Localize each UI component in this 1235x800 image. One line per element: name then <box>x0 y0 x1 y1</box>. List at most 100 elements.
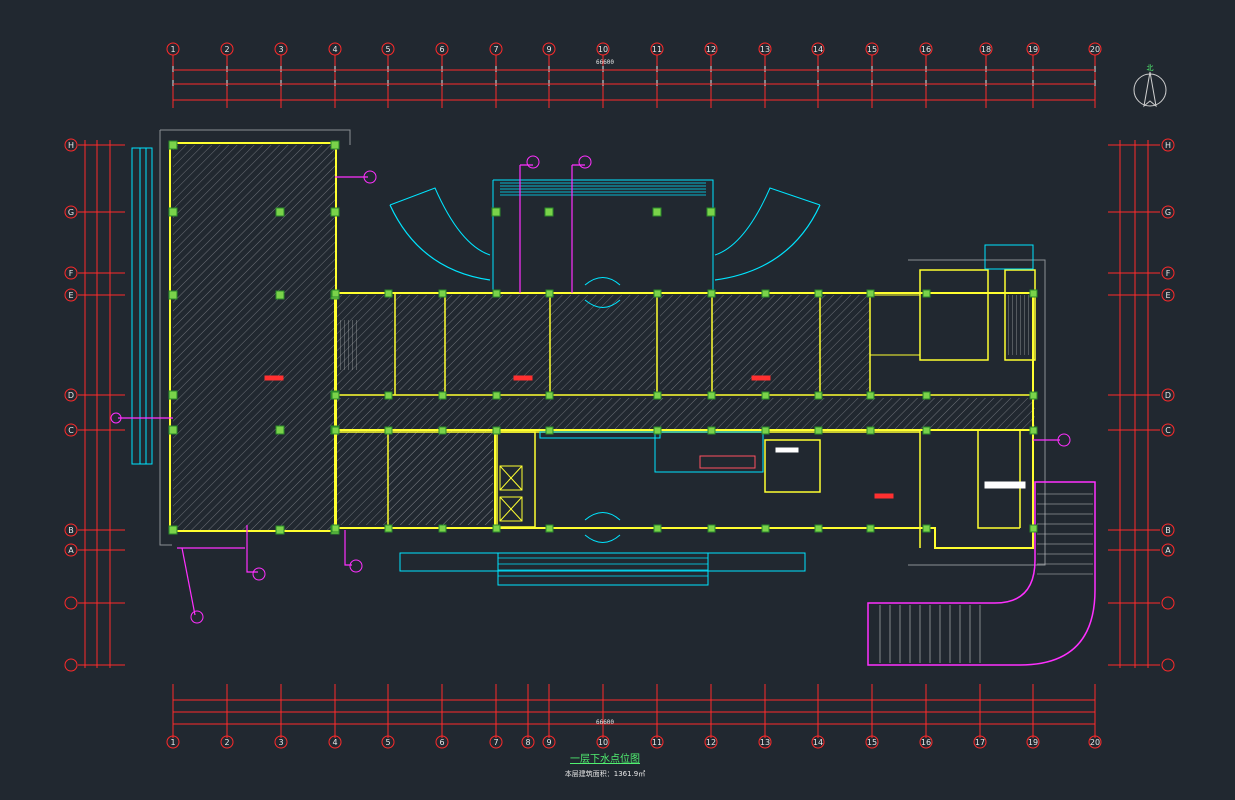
toilet-room-b <box>869 294 921 356</box>
bottom-axis-14: 14 <box>813 738 823 747</box>
bottom-axis-1: 1 <box>170 738 175 747</box>
column <box>544 207 554 217</box>
bottom-axis-12-circle <box>704 735 718 749</box>
column <box>707 289 716 298</box>
column <box>168 290 178 300</box>
bottom-axis-16: 16 <box>921 738 931 747</box>
left-terrace-edge <box>131 147 153 465</box>
column <box>275 525 285 535</box>
column <box>814 391 823 400</box>
column <box>331 391 340 400</box>
stair-east-treads <box>1008 295 1030 355</box>
column <box>866 524 875 533</box>
column <box>492 524 501 533</box>
drain-symbol <box>1057 433 1071 447</box>
top-axis-19: 19 <box>1028 45 1038 54</box>
column <box>168 390 178 400</box>
top-axis-10: 10 <box>598 45 608 54</box>
column <box>438 524 447 533</box>
left-canopy-curve-outer <box>389 204 491 281</box>
drain-symbol <box>252 567 266 581</box>
top-axis-4-circle <box>328 42 342 56</box>
bottom-axis-1-circle <box>166 735 180 749</box>
left-axis-C: C <box>68 426 74 435</box>
column <box>1029 426 1038 435</box>
right-axis-H: H <box>1165 141 1171 150</box>
top-axis-3-circle <box>274 42 288 56</box>
right-axis-A: A <box>1165 546 1171 555</box>
top-axis-5: 5 <box>385 45 390 54</box>
top-axis-13-circle <box>758 42 772 56</box>
right-axis-F: F <box>1166 269 1171 278</box>
left-axis-B: B <box>68 526 74 535</box>
east-block-outline <box>908 259 1046 566</box>
bottom-axis-19-circle <box>1026 735 1040 749</box>
bottom-axis-4-circle <box>328 735 342 749</box>
east-rooms-wall <box>919 430 1021 548</box>
bottom-axis-11-circle <box>650 735 664 749</box>
right-axis-E-circle <box>1161 288 1175 302</box>
pipe-3 <box>571 164 585 293</box>
right-axis-C-circle <box>1161 423 1175 437</box>
top-axis-11-circle <box>650 42 664 56</box>
left-axis-G-circle <box>64 205 78 219</box>
hatched-floor-areas <box>173 145 1035 530</box>
column <box>492 391 501 400</box>
bottom-axis-17: 17 <box>975 738 985 747</box>
south-edge-wall <box>495 430 1034 549</box>
column <box>384 426 393 435</box>
column <box>275 425 285 435</box>
bottom-axis-6-circle <box>435 735 449 749</box>
bottom-axis-6: 6 <box>439 738 444 747</box>
column <box>331 524 340 533</box>
bottom-axis-5-circle <box>381 735 395 749</box>
left-axis-D: D <box>68 391 74 400</box>
elevator-2 <box>499 496 523 522</box>
right-axis-B: B <box>1165 526 1171 535</box>
bottom-axis-2-circle <box>220 735 234 749</box>
overall-dimension-bottom: 66600 <box>596 719 614 726</box>
right-axis-E: E <box>1165 291 1170 300</box>
bottom-axis-8: 8 <box>525 738 530 747</box>
column <box>653 426 662 435</box>
bottom-axis-3-circle <box>274 735 288 749</box>
stair-west-treads <box>337 320 359 370</box>
bottom-axis-10: 10 <box>598 738 608 747</box>
north-revolving-door <box>584 277 621 308</box>
kitchen-equipment <box>775 447 799 453</box>
drain-symbol <box>363 170 377 184</box>
top-axis-20: 20 <box>1090 45 1100 54</box>
kitchen-counter <box>654 431 764 473</box>
left-axis-C-circle <box>64 423 78 437</box>
column <box>438 289 447 298</box>
column <box>438 426 447 435</box>
elevator-1 <box>499 465 523 491</box>
north-arrow-icon <box>1143 71 1157 108</box>
pipe-7 <box>246 525 258 573</box>
column <box>1029 524 1038 533</box>
column <box>706 207 716 217</box>
top-axis-9-circle <box>542 42 556 56</box>
bottom-axis-9: 9 <box>546 738 551 747</box>
column <box>330 207 340 217</box>
top-axis-4: 4 <box>332 45 337 54</box>
bottom-axis-13: 13 <box>760 738 770 747</box>
top-axis-1-circle <box>166 42 180 56</box>
column <box>491 207 501 217</box>
left-axis-extra <box>64 658 78 672</box>
bottom-axis-9-circle <box>542 735 556 749</box>
drain-symbol <box>190 610 204 624</box>
column <box>438 391 447 400</box>
column <box>761 524 770 533</box>
top-axis-6: 6 <box>439 45 444 54</box>
bottom-axis-16-circle <box>919 735 933 749</box>
room-name-marker <box>874 493 894 499</box>
left-axis-F: F <box>69 269 74 278</box>
left-axis-B-circle <box>64 523 78 537</box>
column <box>168 140 178 150</box>
top-axis-5-circle <box>381 42 395 56</box>
top-axis-1: 1 <box>170 45 175 54</box>
overall-dimension-top: 66600 <box>596 59 614 66</box>
right-axis-extra <box>1161 658 1175 672</box>
column <box>1029 391 1038 400</box>
